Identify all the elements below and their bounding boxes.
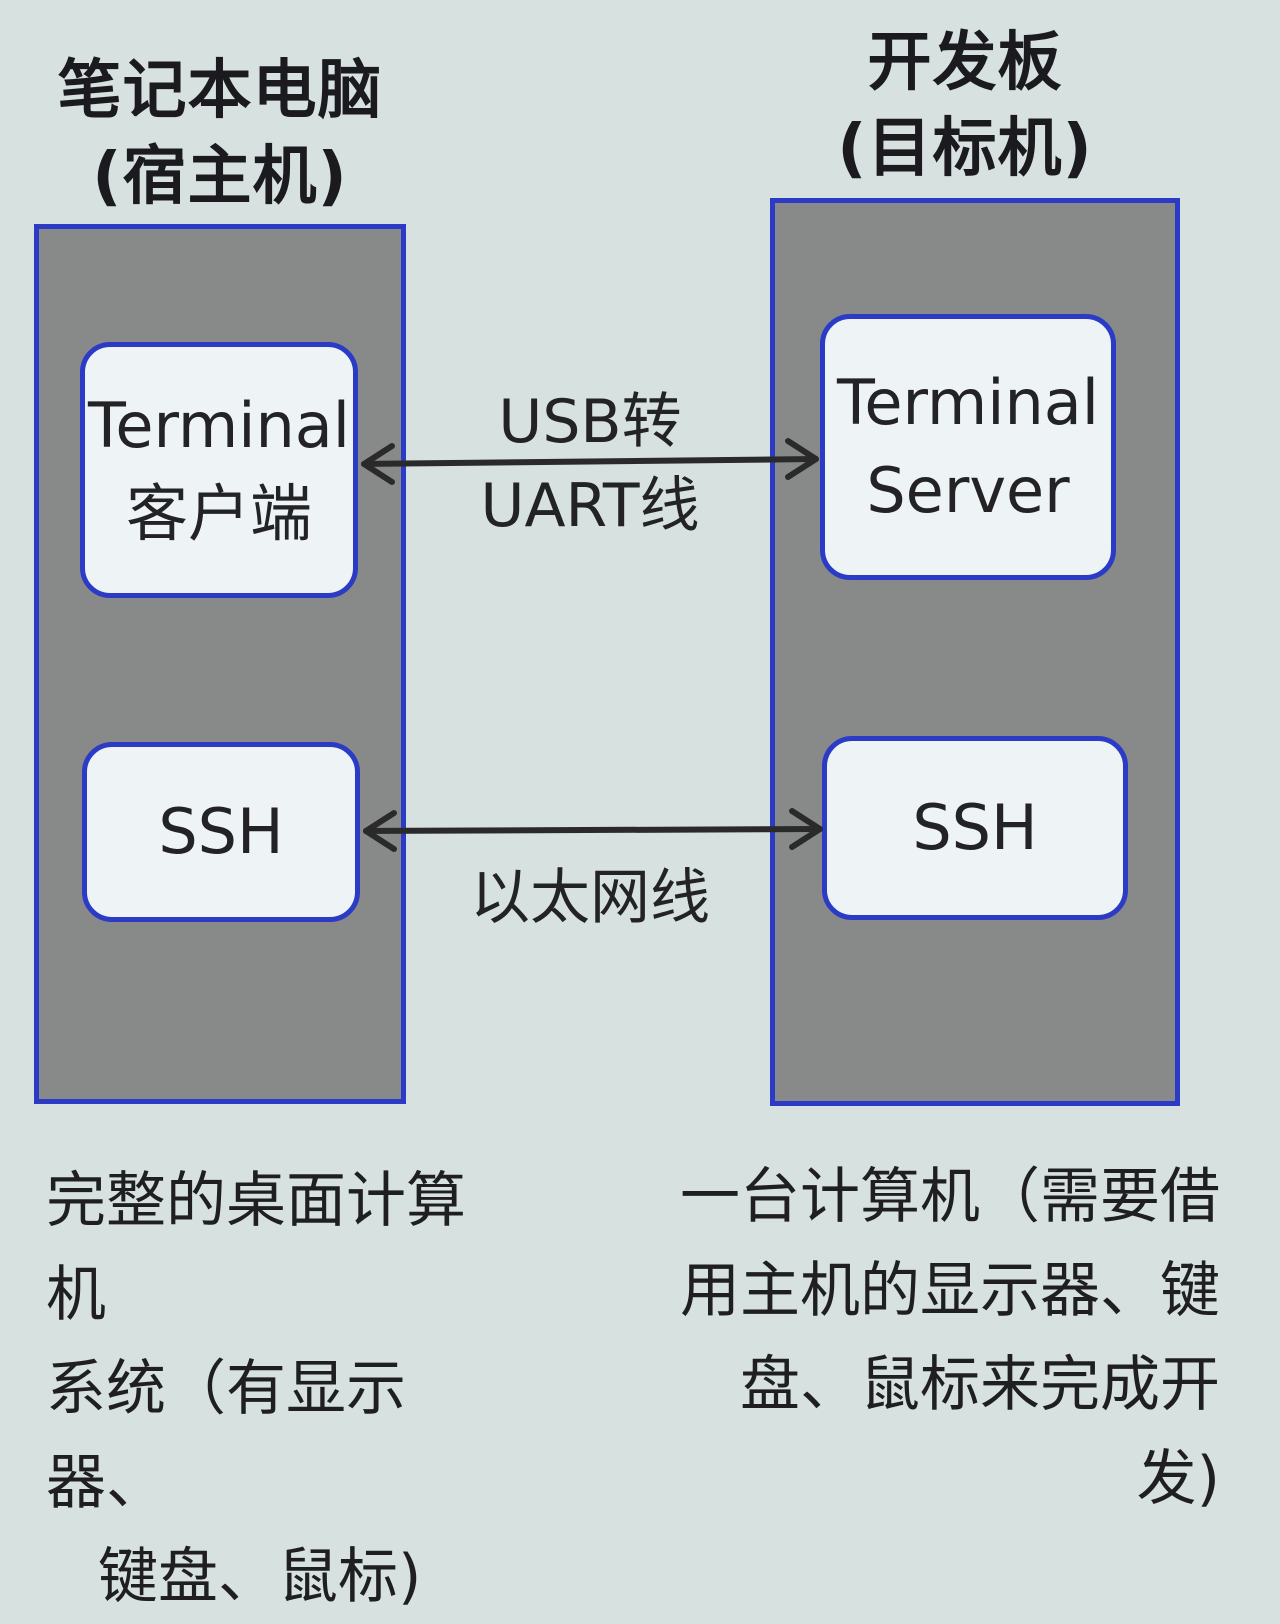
target-ssh-box: SSH xyxy=(822,736,1128,920)
host-ssh-label: SSH xyxy=(158,795,284,868)
target-description-line: 盘、鼠标来完成开发) xyxy=(740,1350,1220,1514)
target-description-line: 用主机的显示器、键 xyxy=(680,1256,1220,1326)
host-description-line: 键盘、鼠标) xyxy=(98,1542,422,1612)
host-ssh-box: SSH xyxy=(82,742,360,922)
host-description: 完整的桌面计算机 系统（有显示器、 键盘、鼠标) xyxy=(46,1154,506,1624)
host-description-line: 系统（有显示器、 xyxy=(46,1354,406,1518)
host-terminal-client-box: Terminal 客户端 xyxy=(80,342,358,598)
host-terminal-line2: 客户端 xyxy=(125,477,312,550)
target-title-line2: (目标机) xyxy=(837,112,1093,186)
host-terminal-line1: Terminal xyxy=(87,389,351,462)
host-title-line2: (宿主机) xyxy=(92,140,348,214)
target-ssh-label: SSH xyxy=(912,791,1038,864)
target-description-line: 一台计算机（需要借 xyxy=(680,1162,1220,1232)
uart-label-line1: USB转 xyxy=(498,387,682,457)
host-description-line: 完整的桌面计算机 xyxy=(46,1166,466,1330)
target-description: 一台计算机（需要借 用主机的显示器、键 盘、鼠标来完成开发) xyxy=(660,1150,1220,1526)
ethernet-cable-label: 以太网线 xyxy=(440,856,740,940)
target-terminal-server-box: Terminal Server xyxy=(820,314,1116,580)
target-terminal-line1: Terminal xyxy=(836,366,1100,439)
uart-label-line2: UART线 xyxy=(480,471,700,541)
ethernet-arrow xyxy=(363,808,823,852)
target-title-line1: 开发板 xyxy=(867,26,1063,100)
host-title: 笔记本电脑 (宿主机) xyxy=(40,48,400,220)
target-title: 开发板 (目标机) xyxy=(780,20,1150,192)
host-title-line1: 笔记本电脑 xyxy=(57,54,383,128)
uart-cable-label: USB转 UART线 xyxy=(440,380,740,548)
ethernet-arrow-line xyxy=(363,826,823,834)
target-terminal-line2: Server xyxy=(866,454,1070,527)
ethernet-label-text: 以太网线 xyxy=(470,863,710,933)
